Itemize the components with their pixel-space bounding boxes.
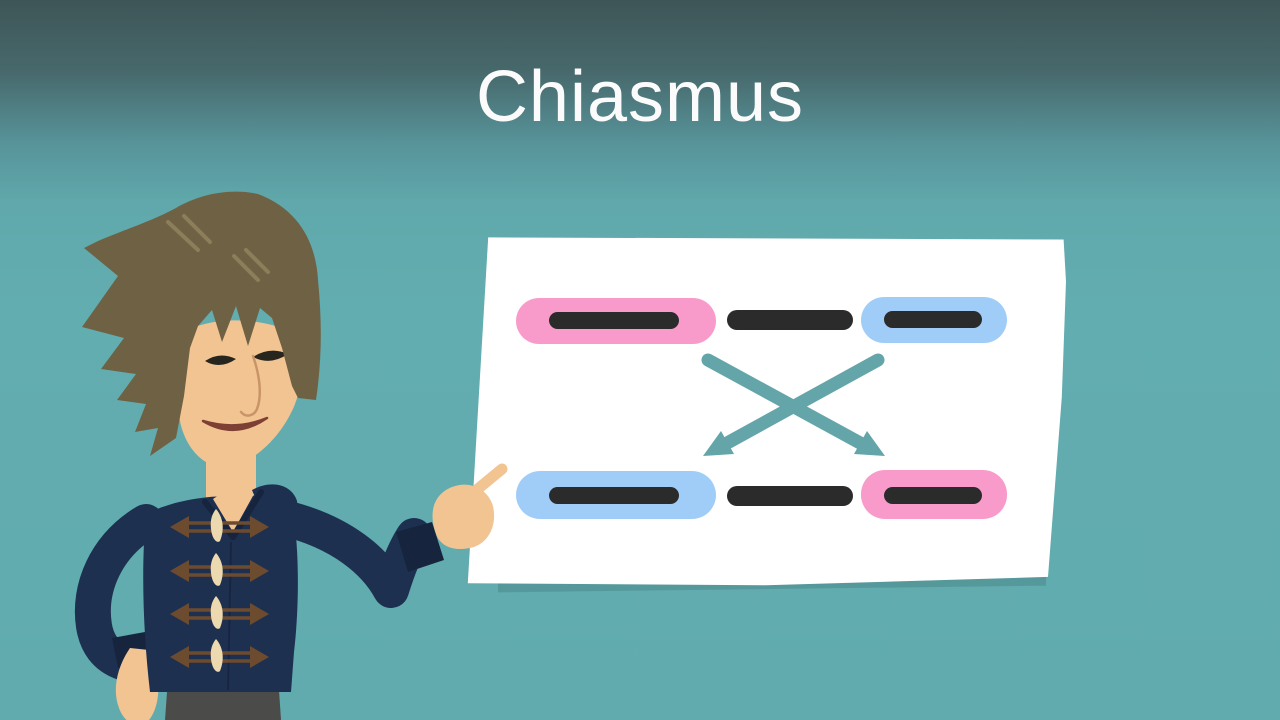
hood-collar (252, 484, 298, 525)
arm-right (266, 500, 432, 608)
top-blue-pill-inner-bar (884, 311, 982, 328)
page-title: Chiasmus (475, 57, 805, 137)
arrowhead-bottom-left (703, 431, 734, 456)
arrow-to-bottom-left (722, 353, 885, 449)
top-connector-bar (727, 310, 853, 330)
toggle-buttons (170, 509, 269, 672)
bottom-blue-pill-inner-bar (549, 487, 679, 504)
index-finger (456, 463, 508, 508)
arrow-to-bottom-right (701, 353, 869, 451)
toggle-button-3 (170, 596, 269, 629)
eye-left (205, 355, 236, 366)
toggle-button-4 (170, 639, 269, 672)
eye-right (253, 350, 288, 361)
bottom-connector-bar (727, 486, 853, 506)
mouth (201, 416, 269, 432)
presenter-character (74, 191, 508, 720)
toggle-button-2 (170, 553, 269, 586)
hair (82, 191, 321, 456)
toggle-button-1 (170, 509, 269, 542)
hand-pointing (432, 484, 495, 550)
top-pink-pill-inner-bar (549, 312, 679, 329)
pants (165, 690, 281, 720)
hair-highlights (166, 214, 270, 282)
neck-opening (213, 490, 254, 532)
whiteboard (467, 237, 1066, 586)
arm-left (74, 504, 164, 680)
cuff-right (396, 522, 444, 572)
jacket-torso (143, 495, 298, 692)
crossed-arrows-icon (701, 353, 885, 456)
bottom-pink-pill-inner-bar (884, 487, 982, 504)
nose (239, 354, 262, 417)
arrowhead-bottom-right (854, 431, 885, 456)
